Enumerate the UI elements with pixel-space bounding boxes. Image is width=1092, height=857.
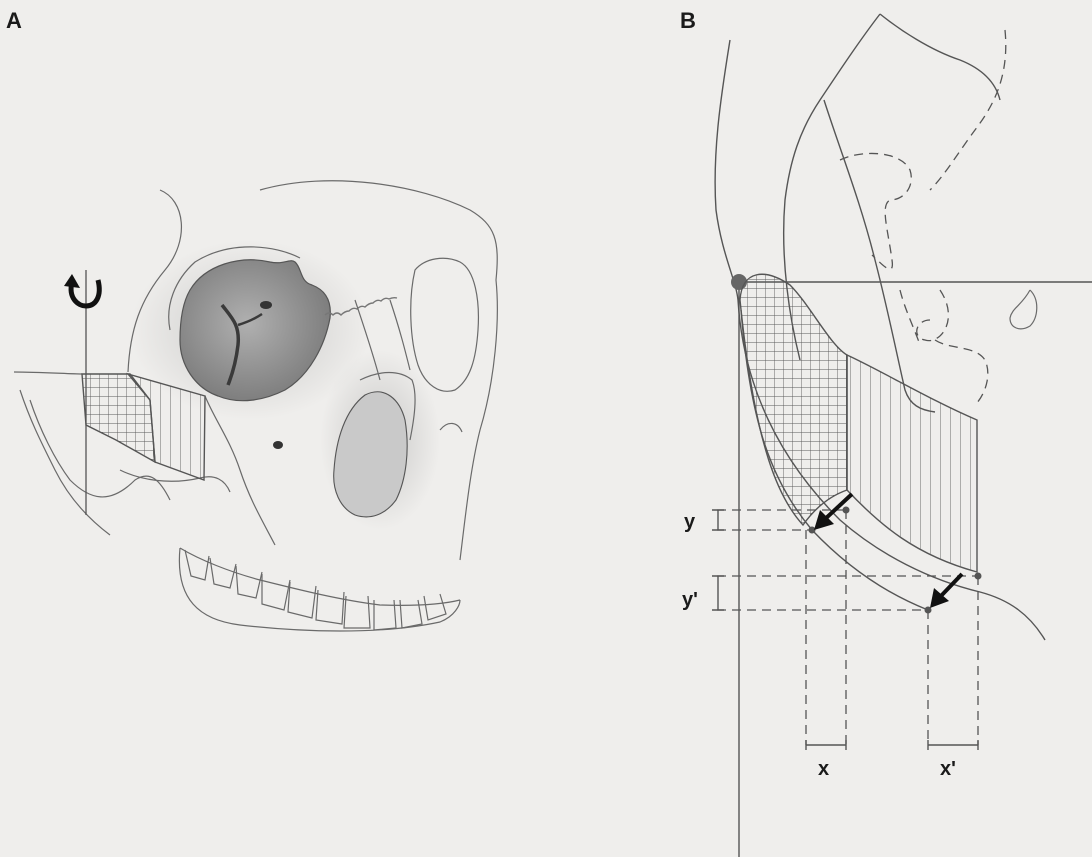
panel-a-label: A (6, 8, 22, 33)
label-y: y (684, 511, 696, 533)
bracket-y (712, 510, 724, 530)
bracket-y-prime (712, 576, 724, 610)
right-orbit (411, 258, 479, 391)
label-y-prime: y' (682, 589, 698, 611)
bracket-x-prime (928, 740, 978, 750)
arrow-y-prime-icon (930, 574, 962, 608)
infraorbital-foramen (273, 441, 283, 449)
panel-b-label: B (680, 8, 696, 33)
orbit-floor-dashed (930, 30, 1006, 190)
panel-a: A (6, 8, 497, 631)
bracket-x (806, 740, 846, 750)
zygoma-right (440, 423, 462, 432)
rotation-arrowhead-icon (64, 274, 80, 288)
label-x-prime: x' (940, 758, 956, 780)
dentition (179, 548, 460, 631)
ear-lobe (1010, 290, 1037, 329)
maxillary-sinus-outline (840, 153, 911, 269)
zygoma-dashed (900, 290, 988, 405)
panel-b: B (680, 8, 1092, 857)
label-x: x (818, 758, 829, 780)
optic-foramen (260, 301, 272, 309)
pterygoid-line (880, 14, 1000, 100)
zone-b-vertical (845, 350, 980, 575)
